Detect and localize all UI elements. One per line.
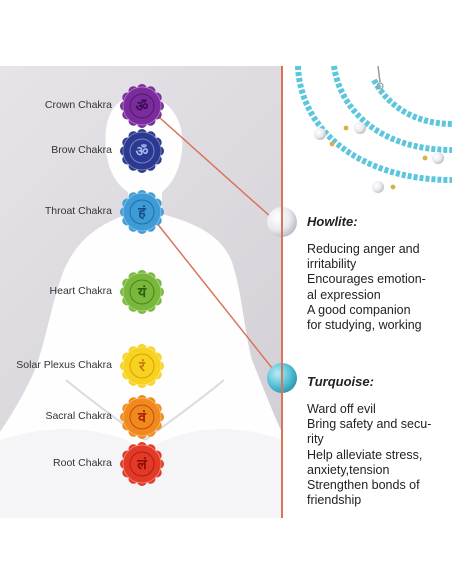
howlite-connector-line — [159, 117, 273, 219]
chakra-symbol-icon: हं — [120, 190, 164, 234]
howlite-title: Howlite: — [307, 214, 358, 229]
chakra-symbol-glyph: रं — [138, 359, 146, 375]
howlite-benefits: Reducing anger and irritability Encourag… — [307, 242, 447, 333]
accent-divider — [281, 66, 283, 518]
chakra-symbol-icon: लं — [120, 442, 164, 486]
chakra-symbol-icon: ॐ — [120, 84, 164, 128]
howlite-benefit: al expression — [307, 287, 381, 302]
howlite-benefit: A good companion — [307, 302, 411, 317]
chakra-symbol-glyph: वं — [137, 410, 147, 426]
chakra-symbol-glyph: यं — [137, 285, 147, 301]
turquoise-benefit: anxiety,tension — [307, 462, 390, 477]
chakra-label: Throat Chakra — [44, 205, 112, 217]
turquoise-benefit: Ward off evil — [307, 402, 376, 416]
chakra-symbol-glyph: ॐ — [136, 143, 149, 160]
turquoise-connector-line — [155, 221, 273, 369]
howlite-benefit: Reducing anger and — [307, 242, 420, 256]
chakra-label: Sacral Chakra — [45, 410, 112, 422]
necklace-strands — [295, 65, 452, 193]
howlite-benefit: Encourages emotion- — [307, 272, 426, 287]
chakra-label: Root Chakra — [53, 457, 112, 469]
chakra-label: Brow Chakra — [51, 144, 112, 156]
turquoise-benefit: Bring safety and secu- — [307, 417, 432, 432]
turquoise-title: Turquoise: — [307, 374, 374, 389]
howlite-benefit: for studying, working — [307, 318, 422, 333]
turquoise-benefit: Strengthen bonds of — [307, 478, 420, 493]
chakra-symbol-icon: यं — [120, 270, 164, 314]
turquoise-benefit: rity — [307, 432, 324, 447]
chakra-label: Solar Plexus Chakra — [16, 359, 112, 371]
turquoise-benefit: Help alleviate stress, — [307, 447, 423, 462]
chakra-symbol-icon: रं — [120, 344, 164, 388]
chakra-symbol-glyph: हं — [137, 205, 146, 221]
howlite-benefit: irritability — [307, 257, 357, 272]
chakra-label: Crown Chakra — [44, 99, 112, 111]
turquoise-benefits: Ward off evil Bring safety and secu- rit… — [307, 402, 447, 508]
turquoise-benefit: friendship — [307, 493, 362, 508]
chakra-symbol-glyph: ॐ — [136, 98, 149, 115]
chakra-symbol-icon: ॐ — [120, 129, 164, 173]
chakra-symbol-glyph: लं — [136, 457, 147, 473]
chakra-label: Heart Chakra — [49, 285, 112, 297]
chakra-symbol-icon: वं — [120, 395, 164, 439]
